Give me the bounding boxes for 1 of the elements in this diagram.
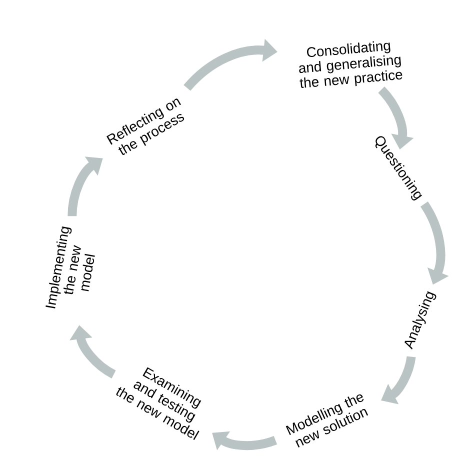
step-label: Consolidating and generalising the new practice — [299, 41, 402, 88]
